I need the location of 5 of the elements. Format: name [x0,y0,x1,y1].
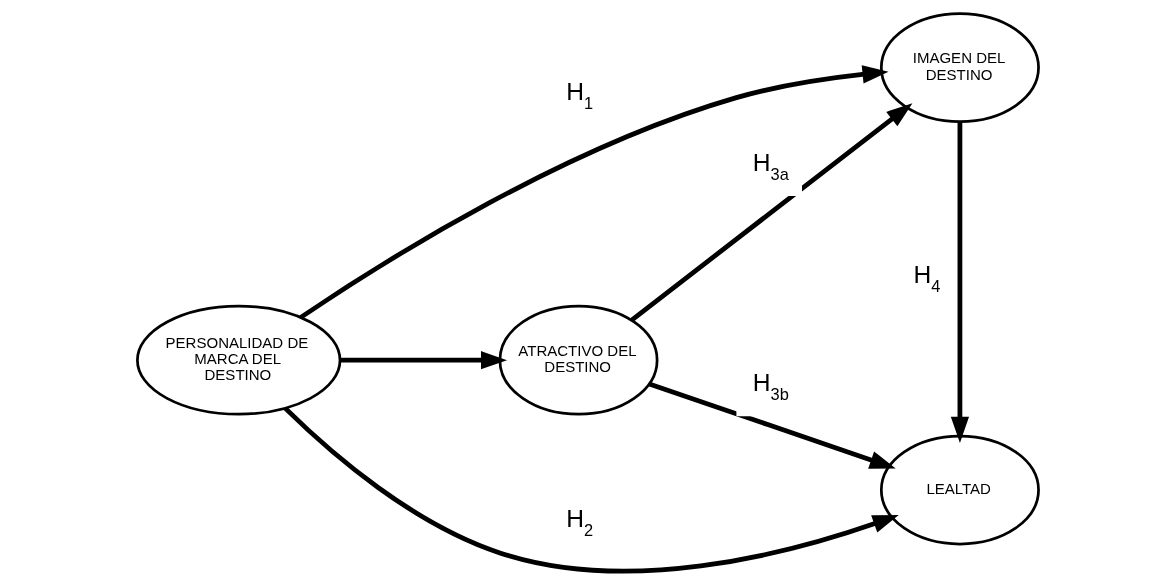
edge-label: H$_{4}$ [913,261,941,296]
edge-label: H$_{3b}$ [752,368,789,403]
edge-label: H$_{2}$ [566,505,594,540]
edge-label: H$_{1}$ [566,77,594,112]
edge-label: H$_{3a}$ [752,148,789,183]
